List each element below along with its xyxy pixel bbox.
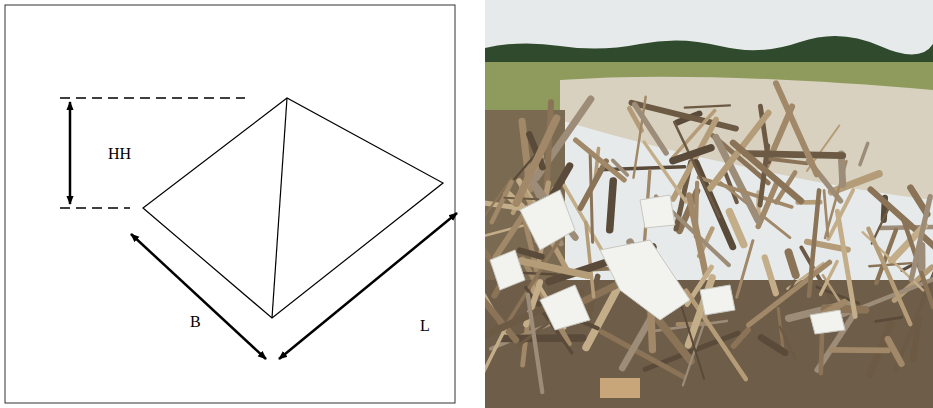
wood-stick xyxy=(521,261,588,275)
wood-stick xyxy=(903,218,933,307)
wood-stick xyxy=(765,257,776,293)
wood-stick xyxy=(832,347,888,353)
wood-stick xyxy=(860,143,868,164)
wood-stick xyxy=(576,140,625,180)
wood-stick xyxy=(523,324,528,365)
dimension-label: B xyxy=(190,314,201,330)
wood-stick xyxy=(673,148,711,161)
wood-stick xyxy=(516,118,556,203)
wood-stick xyxy=(689,195,706,274)
wood-stick xyxy=(869,263,911,266)
wood-stick xyxy=(528,295,543,392)
wood-stick xyxy=(918,246,926,268)
wood-stick xyxy=(492,182,512,222)
pyramid-outline xyxy=(143,98,443,318)
wood-stick xyxy=(821,261,838,294)
wood-stick xyxy=(789,252,796,275)
wood-stick xyxy=(681,303,705,379)
dimension-label: HH xyxy=(108,146,131,162)
debris-photo xyxy=(485,0,933,408)
height-reference xyxy=(60,98,245,208)
panel-frame xyxy=(5,5,455,403)
wood-stick xyxy=(520,250,542,256)
dimension-label: L xyxy=(420,318,430,334)
wood-stick xyxy=(888,339,902,364)
wood-stick xyxy=(613,160,628,175)
wood-stick xyxy=(761,338,785,353)
wood-stick xyxy=(610,181,614,230)
wood-stick xyxy=(746,154,843,156)
wood-stick xyxy=(586,222,594,297)
wood-stick xyxy=(685,105,730,107)
wood-stick xyxy=(769,159,807,164)
wood-stick xyxy=(869,229,911,324)
wood-stick xyxy=(911,197,930,280)
wood-stick xyxy=(734,330,749,346)
wood-stick xyxy=(590,151,592,242)
wood-stick xyxy=(776,83,817,174)
wood-stick xyxy=(876,317,902,321)
wood-stick xyxy=(737,241,753,297)
wood-stick xyxy=(824,190,828,236)
wood-stick xyxy=(635,105,666,153)
wood-stick xyxy=(674,122,719,217)
dimension-arrow xyxy=(70,102,457,359)
wood-stick xyxy=(733,143,801,201)
wood-stick xyxy=(809,190,819,295)
wood-stick xyxy=(913,319,919,359)
wood-stick xyxy=(580,161,606,208)
